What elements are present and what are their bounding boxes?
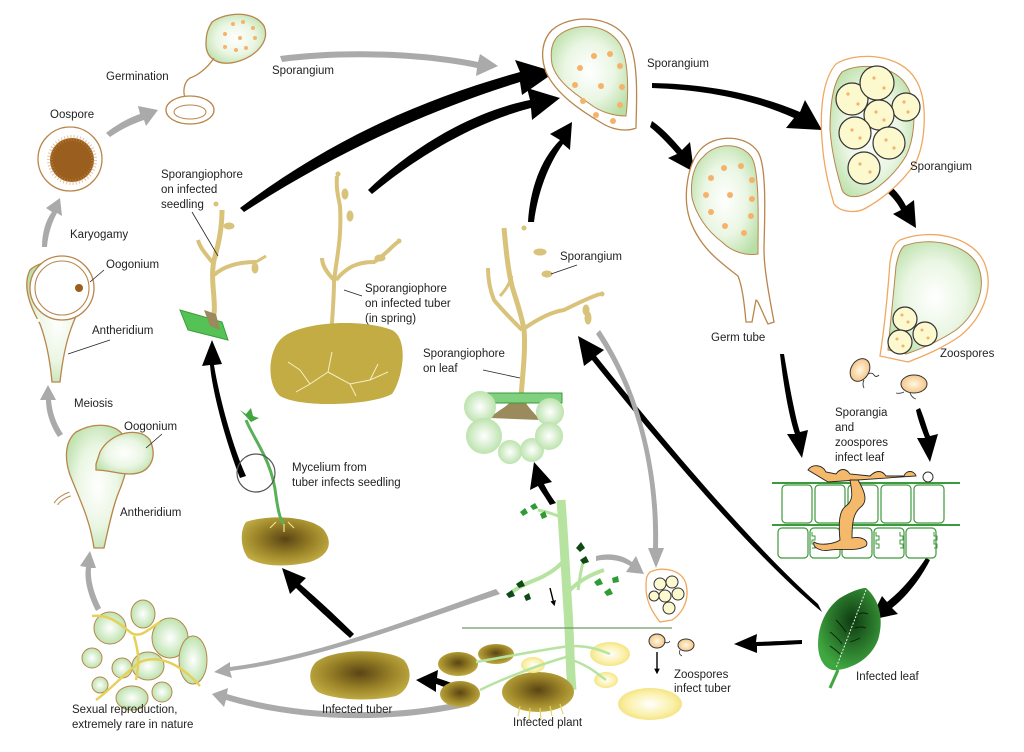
arrow-leaf-to-sporangium [528,122,572,222]
label-sporangiophore-seedling-2: on infected [161,184,217,196]
arrow-sporangium-to-sporangium-right [652,83,822,130]
infected-tuber [310,651,410,700]
free-zoospores [849,358,928,400]
tuber-sporangium [645,568,688,623]
leaf-cell-section [772,465,960,559]
label-sporangiophore-seedling-1: Sporangiophore [161,169,243,181]
sporangium-zoospores [879,233,989,363]
tuber-zoospores [648,633,695,657]
arrow-plant-to-sexual-reproduction [214,589,500,678]
arrow-zoospores-to-leaf [916,408,938,462]
arrow-karyogamy-to-oospore [42,198,62,247]
arrow-seedling-to-sporangiophore [202,340,246,478]
arrow-germination-to-sporangium [280,51,498,76]
label-mycelium-seedling-2: tuber infects seedling [292,477,401,489]
label-sexual-reproduction-2: extremely rare in nature [72,719,193,731]
sporangiophore-leaf [464,225,605,464]
sporangium-cleaved [820,55,925,213]
labels: Germination Sporangium Oospore Karyogamy… [50,58,995,731]
oogonium-antheridium-karyogamy [6,255,95,383]
label-zoospores-infect-tuber-2: infect tuber [674,683,731,695]
arrow-sporangium-to-zoospores [882,182,916,228]
sporangium-top-left [165,13,267,125]
sporangiophore-seedling [179,201,267,341]
arrow-seedling-to-sporangium [240,60,555,212]
label-sporangiophore-tuber-3: (in spring) [365,313,416,325]
label-sporangia-infect-leaf-3: zoospores [835,437,888,449]
arrow-plant-to-sporangiophore-leaf [530,462,556,505]
label-sporangia-infect-leaf-4: infect leaf [835,452,885,464]
sporangiophore-tuber [270,171,403,405]
label-infected-plant: Infected plant [513,717,583,729]
label-oospore: Oospore [50,109,94,121]
label-germination: Germination [106,71,169,83]
sexual-reproduction-cells [81,599,208,711]
label-zoospores: Zoospores [940,348,995,360]
label-zoospores-infect-tuber-1: Zoospores [674,669,729,681]
arrow-oospore-to-germination [106,106,158,137]
oospore [37,126,103,192]
arrows-asexual [202,60,938,694]
label-antheridium-1: Antheridium [92,325,153,337]
infected-leaf [818,588,881,689]
label-sporangiophore-tuber-2: on infected tuber [365,298,451,310]
oogonium-antheridium-meiosis [53,424,154,549]
infected-plant [438,499,682,721]
label-sporangium-center: Sporangium [647,58,709,70]
label-sporangia-infect-leaf-1: Sporangia [835,407,888,419]
label-sporangium-leaf: Sporangium [560,251,622,263]
label-karyogamy: Karyogamy [70,229,128,241]
sporangium-germ-tube [685,137,775,325]
arrow-leafcells-to-infected-leaf [870,558,930,620]
arrow-meiosis-to-karyogamy [40,385,63,437]
arrow-germtube-to-leaf [780,354,808,458]
arrow-plant-to-tuber-sporangium [596,554,644,574]
label-antheridium-2: Antheridium [120,507,181,519]
label-mycelium-seedling-1: Mycelium from [292,462,367,474]
arrow-sporangiophore-to-tuber-sporangium [596,330,664,568]
label-sporangium-top-left: Sporangium [272,65,334,77]
label-sporangiophore-seedling-3: seedling [161,199,204,211]
arrow-sporangium-to-germ [650,121,694,172]
arrow-tuber-to-sexual-reproduction [212,688,470,719]
arrow-tuber-to-sporangium [368,88,560,194]
arrow-tuber-to-seedling-tuber [282,568,354,638]
sporangium-center [541,18,638,131]
seedling-tuber [236,408,329,566]
label-sexual-reproduction-1: Sexual reproduction, [72,704,177,716]
arrow-sexual-to-meiosis [80,551,101,611]
label-germ-tube: Germ tube [711,332,765,344]
label-infected-tuber: Infected tuber [322,704,392,716]
label-infected-leaf: Infected leaf [856,671,919,683]
label-sporangia-infect-leaf-2: and [835,422,854,434]
label-sporangiophore-leaf-2: on leaf [423,363,458,375]
label-oogonium-2: Oogonium [124,421,177,433]
label-oogonium-1: Oogonium [106,259,159,271]
label-meiosis: Meiosis [74,398,113,410]
label-sporangiophore-leaf-1: Sporangiophore [423,348,505,360]
arrows-sexual [40,51,664,719]
label-sporangium-right: Sporangium [910,161,972,173]
label-sporangiophore-tuber-1: Sporangiophore [365,283,447,295]
arrow-infected-leaf-to-tuber [734,634,802,653]
